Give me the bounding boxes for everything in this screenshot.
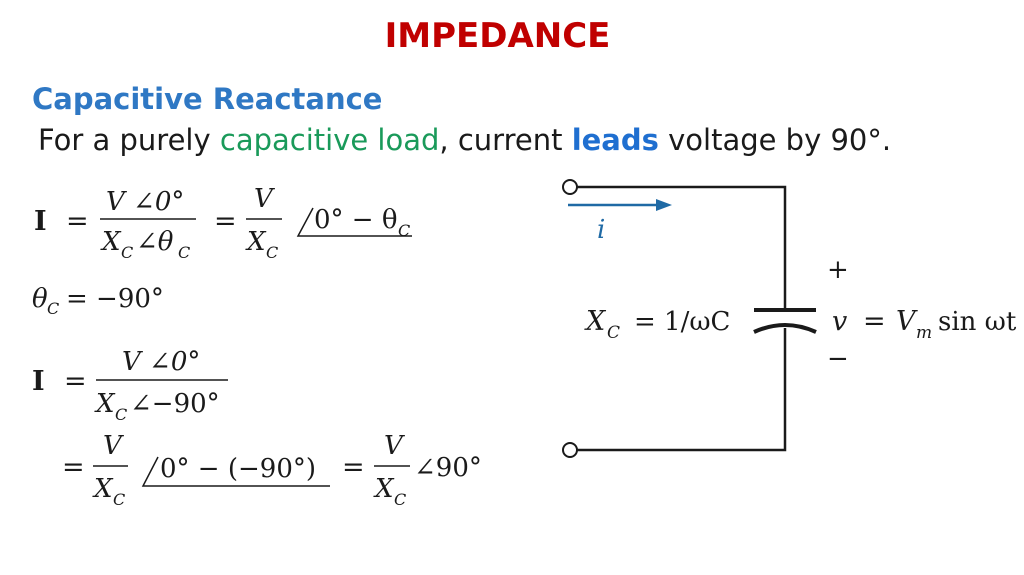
voltage-v: v	[832, 306, 847, 337]
eq3-phasor-angle-symbol	[141, 456, 330, 487]
statement-part3: voltage by 90°.	[658, 123, 892, 157]
equation-3: I = V ∠0° X C ∠−90° = V X C 0° − (−90°) …	[32, 347, 482, 509]
eq1-num1: V ∠0°	[106, 187, 184, 217]
eq3-den3-sub: C	[394, 490, 406, 509]
eq3-den2-sub: C	[113, 490, 125, 509]
eq1-num2: V	[254, 184, 275, 214]
voltage-vm: V	[896, 306, 918, 337]
eq3-num: V ∠0°	[122, 347, 200, 377]
eq3-result-angle: ∠90°	[414, 453, 482, 483]
eq1-den2-x: X	[245, 227, 267, 257]
eq2-lhs-sub: C	[47, 299, 59, 318]
equation-1: I = V ∠0° X C ∠θ C = V X C 0° − θ C	[34, 184, 412, 262]
reactance-x: X	[584, 306, 607, 337]
reactance-value: = 1/ωC	[634, 307, 730, 337]
eq2-rhs: = −90°	[66, 284, 164, 314]
reactance-sub: C	[607, 323, 620, 343]
eq3-den-x: X	[94, 389, 116, 419]
equations: I = V ∠0° X C ∠θ C = V X C 0° − θ C θ C …	[32, 184, 482, 509]
statement-part1: For a purely	[38, 123, 220, 157]
eq1-phase-sub: C	[398, 221, 410, 240]
eq3-equals-3: =	[342, 452, 365, 483]
eq3-num2: V	[103, 431, 124, 461]
voltage-vm-sub: m	[916, 323, 932, 343]
eq3-den2-x: X	[92, 474, 114, 504]
eq1-den2-sub: C	[266, 243, 278, 262]
current-arrow-icon	[656, 199, 672, 211]
current-label: i	[597, 215, 605, 245]
eq3-num3: V	[384, 431, 405, 461]
eq3-equals-1: =	[64, 366, 87, 397]
eq3-lhs: I	[32, 366, 45, 397]
voltage-equals: =	[863, 306, 886, 337]
top-wire	[577, 185, 787, 308]
eq3-den-angle: ∠−90°	[130, 389, 220, 419]
eq3-phase: 0° − (−90°)	[160, 454, 316, 484]
statement-text: For a purely capacitive load, current le…	[38, 123, 891, 157]
eq3-den3-x: X	[373, 474, 395, 504]
capacitor-circuit-diagram: i X C = 1/ωC + − v = V m sin ωt	[562, 179, 1017, 458]
plus-sign: +	[827, 255, 849, 285]
statement-part2: , current	[439, 123, 572, 157]
page-title: IMPEDANCE	[384, 16, 611, 56]
eq1-equals-1: =	[66, 206, 89, 237]
eq1-phasor-angle-symbol	[296, 207, 412, 237]
eq1-den1-x: X	[100, 227, 122, 257]
voltage-sin-wt: sin ωt	[938, 307, 1017, 337]
eq1-den1-angle-sub: C	[178, 243, 190, 262]
eq1-den1-sub: C	[121, 243, 133, 262]
eq2-lhs: θ	[32, 284, 48, 314]
eq1-lhs: I	[34, 206, 47, 237]
equation-2: θ C = −90°	[32, 284, 164, 318]
statement-highlight-leads: leads	[571, 123, 659, 157]
bottom-wire	[577, 328, 787, 452]
statement-highlight-capacitive-load: capacitive load	[219, 123, 440, 157]
eq3-equals-2: =	[62, 452, 85, 483]
minus-sign: −	[827, 344, 849, 374]
section-heading: Capacitive Reactance	[32, 82, 383, 116]
eq1-den1-angle: ∠θ	[136, 227, 174, 257]
top-terminal	[562, 179, 578, 195]
bottom-terminal	[562, 442, 578, 458]
eq3-den-sub: C	[115, 405, 127, 424]
eq1-phase: 0° − θ	[314, 205, 398, 235]
eq1-equals-2: =	[214, 206, 237, 237]
capacitor-plate-bottom	[753, 323, 817, 334]
